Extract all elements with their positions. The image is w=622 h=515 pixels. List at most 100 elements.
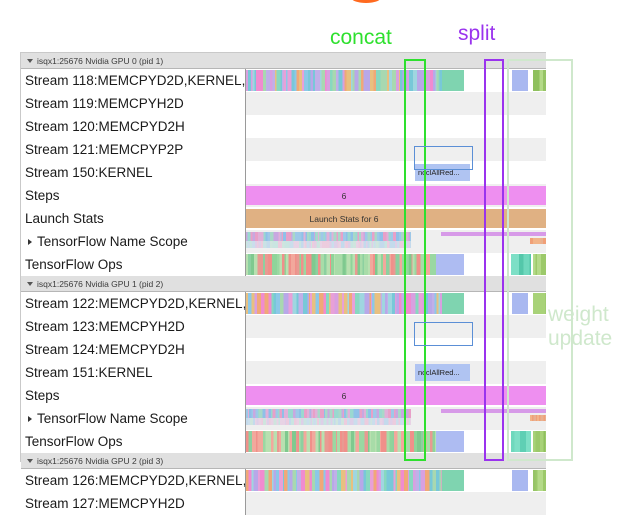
trace-event-strip[interactable] bbox=[246, 70, 442, 91]
trace-event-strip[interactable] bbox=[246, 470, 442, 491]
timeline-row-label-text: Steps bbox=[25, 188, 60, 203]
timeline-row-label[interactable]: Stream 126:MEMCPYD2D,KERNEL,MI bbox=[21, 469, 246, 492]
timeline-row-track[interactable] bbox=[246, 230, 546, 253]
annotation-label-split: split bbox=[458, 22, 496, 45]
chevron-down-icon[interactable] bbox=[27, 459, 33, 463]
group-header-gpu1[interactable]: isqx1:25676 Nvidia GPU 1 (pid 2) bbox=[21, 276, 546, 292]
trace-event-strip[interactable] bbox=[246, 409, 411, 418]
timeline-row-label[interactable]: Stream 120:MEMCPYD2H bbox=[21, 115, 246, 138]
timeline-row-track[interactable] bbox=[246, 92, 546, 115]
namescope-span[interactable] bbox=[441, 409, 546, 413]
trace-event-block[interactable] bbox=[436, 254, 464, 275]
timeline-row-label[interactable]: Stream 121:MEMCPYP2P bbox=[21, 138, 246, 161]
chevron-right-icon[interactable] bbox=[28, 239, 32, 245]
trace-event-strip[interactable] bbox=[533, 70, 546, 91]
timeline-row[interactable]: Stream 123:MEMCPYH2D bbox=[21, 315, 546, 338]
trace-event-strip[interactable] bbox=[246, 293, 442, 314]
trace-event-strip[interactable] bbox=[533, 254, 546, 275]
timeline-row-label-text: Stream 124:MEMCPYD2H bbox=[25, 342, 185, 357]
timeline-row-track[interactable] bbox=[246, 492, 546, 515]
trace-event-strip[interactable] bbox=[533, 293, 546, 314]
trace-timeline-viewer[interactable]: isqx1:25676 Nvidia GPU 0 (pid 1)Stream 1… bbox=[20, 52, 546, 515]
trace-event-strip[interactable] bbox=[511, 431, 531, 452]
timeline-row-label[interactable]: Stream 127:MEMCPYH2D bbox=[21, 492, 246, 515]
timeline-row-label[interactable]: Launch Stats bbox=[21, 207, 246, 230]
timeline-row[interactable]: Stream 120:MEMCPYD2H bbox=[21, 115, 546, 138]
timeline-row-label[interactable]: Stream 123:MEMCPYH2D bbox=[21, 315, 246, 338]
trace-event-strip[interactable] bbox=[246, 418, 411, 425]
chevron-down-icon[interactable] bbox=[27, 282, 33, 286]
timeline-row-label[interactable]: TensorFlow Ops bbox=[21, 253, 246, 276]
group-header-gpu0[interactable]: isqx1:25676 Nvidia GPU 0 (pid 1) bbox=[21, 53, 546, 69]
timeline-row-label-text: TensorFlow Name Scope bbox=[37, 411, 188, 426]
timeline-row[interactable]: Stream 124:MEMCPYD2H bbox=[21, 338, 546, 361]
timeline-row[interactable]: TensorFlow Ops bbox=[21, 430, 546, 453]
trace-event-block[interactable] bbox=[512, 470, 528, 491]
timeline-row-track[interactable]: ncclAllRed... bbox=[246, 361, 546, 384]
timeline-row-track[interactable] bbox=[246, 315, 546, 338]
timeline-row-label[interactable]: Stream 119:MEMCPYH2D bbox=[21, 92, 246, 115]
nccl-allreduce-event[interactable]: ncclAllRed... bbox=[415, 364, 470, 381]
chevron-down-icon[interactable] bbox=[27, 59, 33, 63]
timeline-row[interactable]: Stream 126:MEMCPYD2D,KERNEL,MI bbox=[21, 469, 546, 492]
trace-event-strip[interactable] bbox=[246, 254, 436, 275]
timeline-row[interactable]: TensorFlow Name Scope bbox=[21, 407, 546, 430]
timeline-row-track[interactable] bbox=[246, 469, 546, 492]
timeline-row-label[interactable]: TensorFlow Name Scope bbox=[21, 230, 246, 253]
trace-event-strip[interactable] bbox=[246, 241, 411, 248]
timeline-row-track[interactable]: Launch Stats for 6 bbox=[246, 207, 546, 230]
timeline-row-track[interactable] bbox=[246, 407, 546, 430]
timeline-row[interactable]: TensorFlow Name Scope bbox=[21, 230, 546, 253]
timeline-row[interactable]: Stream 121:MEMCPYP2P bbox=[21, 138, 546, 161]
step-bar[interactable]: 6 bbox=[246, 186, 546, 205]
trace-event-block[interactable] bbox=[442, 470, 464, 491]
trace-event-strip[interactable] bbox=[246, 232, 411, 241]
timeline-row-label[interactable]: TensorFlow Name Scope bbox=[21, 407, 246, 430]
nccl-allreduce-event[interactable]: ncclAllRed... bbox=[415, 164, 470, 181]
timeline-row[interactable]: Stream 119:MEMCPYH2D bbox=[21, 92, 546, 115]
timeline-row-label[interactable]: Stream 122:MEMCPYD2D,KERNEL,MI bbox=[21, 292, 246, 315]
timeline-row-track[interactable]: 6 bbox=[246, 184, 546, 207]
chevron-right-icon[interactable] bbox=[28, 416, 32, 422]
trace-event-strip[interactable] bbox=[533, 431, 546, 452]
trace-event-block[interactable] bbox=[436, 431, 464, 452]
timeline-row[interactable]: Steps 6 bbox=[21, 384, 546, 407]
timeline-row-label[interactable]: Stream 151:KERNEL bbox=[21, 361, 246, 384]
timeline-row-label[interactable]: Steps bbox=[21, 384, 246, 407]
timeline-row-track[interactable]: ncclAllRed... bbox=[246, 161, 546, 184]
timeline-row-label[interactable]: TensorFlow Ops bbox=[21, 430, 246, 453]
timeline-row-track[interactable] bbox=[246, 69, 546, 92]
trace-event-strip[interactable] bbox=[533, 470, 546, 491]
trace-event-block[interactable] bbox=[442, 293, 464, 314]
step-bar-label: 6 bbox=[341, 390, 347, 401]
timeline-row-track[interactable] bbox=[246, 430, 546, 453]
namescope-span[interactable] bbox=[441, 232, 546, 236]
timeline-row[interactable]: TensorFlow Ops bbox=[21, 253, 546, 276]
timeline-row-label[interactable]: Steps bbox=[21, 184, 246, 207]
trace-event-strip[interactable] bbox=[246, 431, 436, 452]
timeline-row-label[interactable]: Stream 118:MEMCPYD2D,KERNEL,ME bbox=[21, 69, 246, 92]
group-header-gpu2[interactable]: isqx1:25676 Nvidia GPU 2 (pid 3) bbox=[21, 453, 546, 469]
timeline-row-track[interactable] bbox=[246, 138, 546, 161]
timeline-row[interactable]: Stream 122:MEMCPYD2D,KERNEL,MI bbox=[21, 292, 546, 315]
trace-event-strip[interactable] bbox=[530, 238, 546, 244]
timeline-row[interactable]: Steps 6 bbox=[21, 184, 546, 207]
trace-event-block[interactable] bbox=[512, 70, 528, 91]
step-bar[interactable]: 6 bbox=[246, 386, 546, 405]
launch-stats-bar[interactable]: Launch Stats for 6 bbox=[246, 209, 546, 228]
trace-event-block[interactable] bbox=[442, 70, 464, 91]
timeline-row-track[interactable] bbox=[246, 253, 546, 276]
trace-event-strip[interactable] bbox=[530, 415, 546, 421]
timeline-row-label[interactable]: Stream 150:KERNEL bbox=[21, 161, 246, 184]
timeline-row-track[interactable]: 6 bbox=[246, 384, 546, 407]
timeline-row-track[interactable] bbox=[246, 292, 546, 315]
trace-event-block[interactable] bbox=[512, 293, 528, 314]
timeline-row-label-text: Stream 119:MEMCPYH2D bbox=[25, 96, 184, 111]
trace-event-strip[interactable] bbox=[511, 254, 531, 275]
timeline-row-label[interactable]: Stream 124:MEMCPYD2H bbox=[21, 338, 246, 361]
timeline-row[interactable]: Stream 150:KERNEL ncclAllRed... bbox=[21, 161, 546, 184]
timeline-row[interactable]: Stream 151:KERNEL ncclAllRed... bbox=[21, 361, 546, 384]
timeline-row[interactable]: Stream 127:MEMCPYH2D bbox=[21, 492, 546, 515]
timeline-row[interactable]: Stream 118:MEMCPYD2D,KERNEL,ME bbox=[21, 69, 546, 92]
